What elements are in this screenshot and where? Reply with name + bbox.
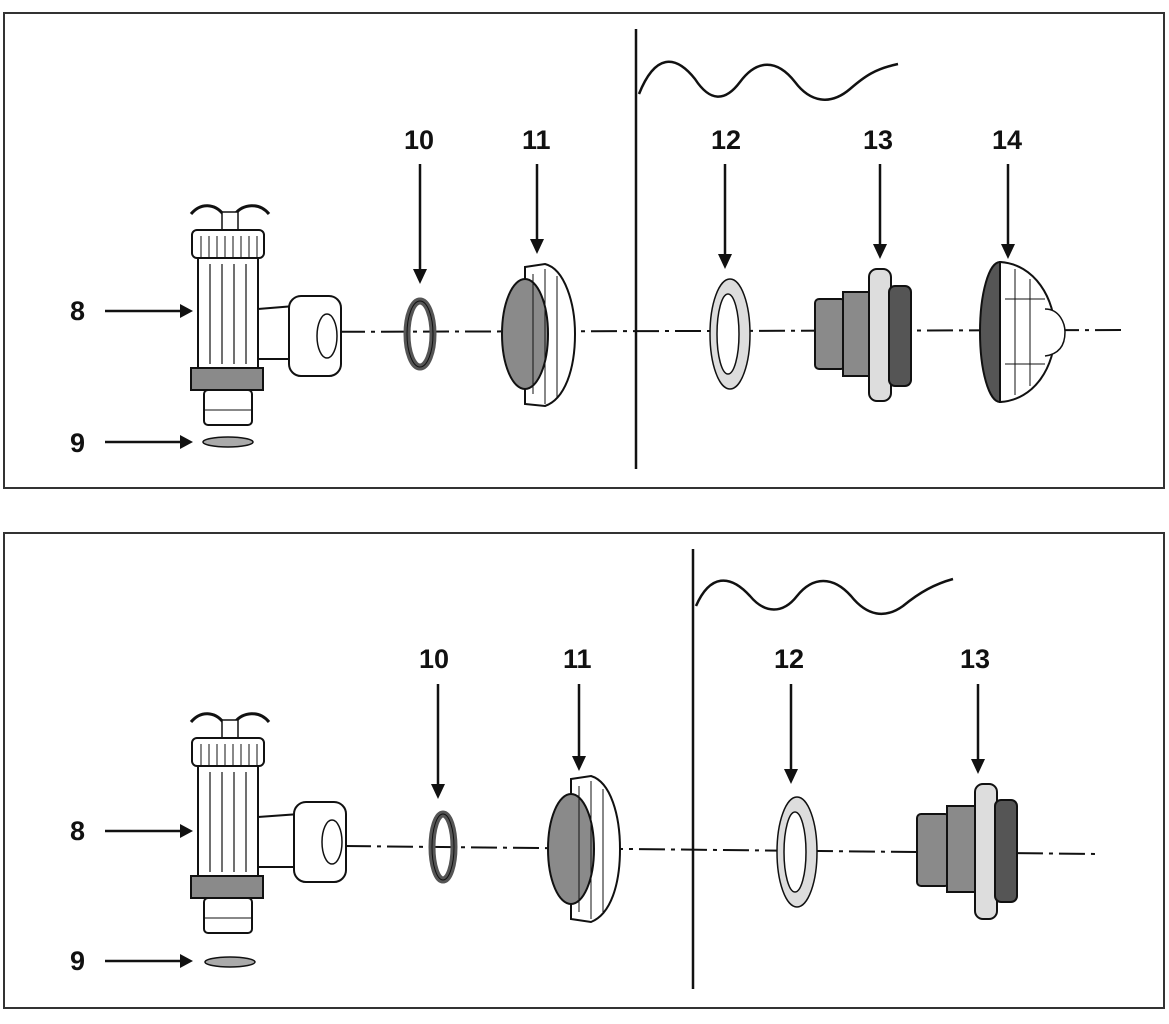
part-label-8: 8: [70, 816, 85, 846]
callout-13: 13: [960, 644, 990, 774]
flat-washer-part: [776, 796, 818, 908]
lock-nut-part: [501, 262, 577, 408]
lock-nut-part: [547, 774, 622, 924]
callout-8: 8: [70, 816, 193, 846]
water-surface-line: [694, 577, 954, 616]
part-label-8: 8: [70, 296, 85, 326]
callout-8: 8: [70, 296, 193, 326]
callout-12: 12: [711, 125, 741, 269]
assembly-panel-top: 8 9 10 11 12 13 14: [3, 12, 1165, 489]
assembly-panel-bottom: 8 9 10 11 12 13: [3, 532, 1165, 1009]
callout-11: 11: [563, 644, 592, 771]
part-label-9: 9: [70, 946, 85, 976]
o-ring-outline: [431, 813, 455, 881]
callout-13: 13: [863, 125, 893, 259]
strainer-grid-part: [979, 260, 1066, 404]
callout-10: 10: [419, 644, 449, 799]
part-label-10: 10: [419, 644, 449, 674]
callout-9: 9: [70, 428, 193, 458]
o-ring-small-part: [202, 436, 254, 448]
part-label-11: 11: [563, 644, 592, 674]
strainer-connector-part: [814, 268, 912, 402]
strainer-connector-part: [916, 783, 1018, 920]
callout-12: 12: [774, 644, 804, 784]
water-surface-line: [637, 60, 899, 101]
callout-9: 9: [70, 946, 193, 976]
part-label-12: 12: [774, 644, 804, 674]
flat-washer-part: [709, 278, 751, 390]
panel-2-drawing: 8 9 10 11 12 13: [70, 549, 1101, 989]
drain-valve-part: [189, 712, 347, 934]
o-ring-outline: [406, 300, 434, 368]
part-label-12: 12: [711, 125, 741, 155]
callout-14: 14: [992, 125, 1022, 259]
part-label-13: 13: [960, 644, 990, 674]
part-label-13: 13: [863, 125, 893, 155]
part-label-10: 10: [404, 125, 434, 155]
callout-11: 11: [522, 125, 551, 254]
drain-valve-part: [189, 204, 342, 426]
part-label-14: 14: [992, 125, 1022, 155]
panel-1-drawing: 8 9 10 11 12 13 14: [70, 29, 1126, 469]
part-label-11: 11: [522, 125, 551, 155]
part-label-9: 9: [70, 428, 85, 458]
callout-10: 10: [404, 125, 434, 284]
o-ring-small-part: [204, 956, 256, 968]
